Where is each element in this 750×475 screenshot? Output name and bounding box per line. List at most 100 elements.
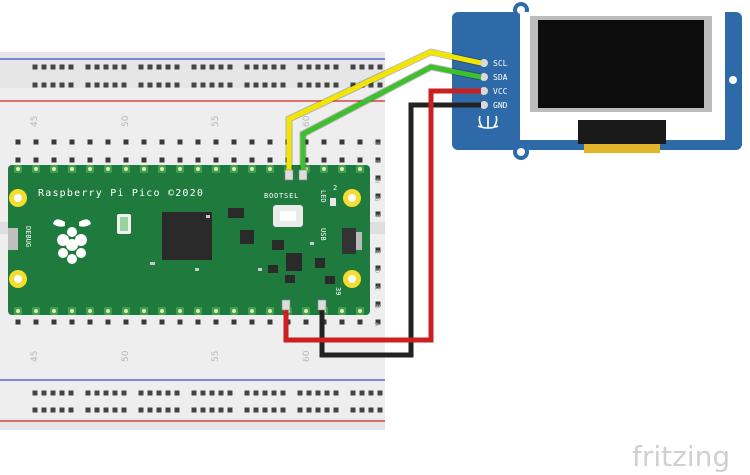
terminal-hole: [69, 319, 75, 325]
rail-hole: [94, 64, 100, 70]
terminal-hole: [195, 139, 201, 145]
row-label: F: [373, 214, 381, 218]
rail-hole: [315, 64, 321, 70]
terminal-hole: [15, 157, 21, 163]
col-label-45-bottom: 45: [30, 351, 40, 362]
terminal-hole: [213, 157, 219, 163]
debug-label: DEBUG: [24, 226, 32, 247]
pico-pin-hole: [178, 167, 182, 171]
rail-hole: [306, 407, 312, 413]
pico-pin-hole: [160, 167, 164, 171]
rail-hole: [315, 390, 321, 396]
rail-hole: [191, 64, 197, 70]
pico-pin-hole: [88, 167, 92, 171]
rail-hole: [138, 390, 144, 396]
pico-pin-hole: [70, 309, 74, 313]
pico-pin-hole: [268, 309, 272, 313]
rail-hole: [218, 407, 224, 413]
rail-hole: [165, 407, 171, 413]
pico-pin-hole: [304, 309, 308, 313]
rail-hole: [333, 407, 339, 413]
terminal-hole: [213, 319, 219, 325]
rail-hole: [262, 390, 268, 396]
rail-hole: [165, 390, 171, 396]
pico-pin-hole: [34, 167, 38, 171]
wires: [281, 48, 482, 358]
rail-hole: [112, 82, 118, 88]
pico-pin-hole: [106, 167, 110, 171]
rp2040-chip: [162, 212, 212, 260]
rail-hole: [333, 82, 339, 88]
terminal-hole: [177, 157, 183, 163]
oled-label-vcc: VCC: [493, 87, 508, 96]
terminal-hole: [303, 319, 309, 325]
rail-hole: [306, 390, 312, 396]
terminal-hole: [375, 157, 381, 163]
rail-hole: [156, 390, 162, 396]
oled-label-gnd: GND: [493, 101, 508, 110]
rail-hole: [50, 82, 56, 88]
rail-hole: [32, 407, 38, 413]
rail-hole: [200, 82, 206, 88]
rail-hole: [306, 64, 312, 70]
rail-hole: [121, 64, 127, 70]
terminal-hole: [303, 139, 309, 145]
rail-hole: [271, 82, 277, 88]
terminal-hole: [375, 301, 381, 307]
rail-hole: [147, 64, 153, 70]
rail-hole: [324, 82, 330, 88]
terminal-hole: [375, 319, 381, 325]
terminal-hole: [375, 139, 381, 145]
terminal-hole: [87, 139, 93, 145]
regulator: [286, 253, 302, 271]
pico-pin-hole: [88, 309, 92, 313]
rail-hole: [253, 390, 259, 396]
rail-hole: [227, 407, 233, 413]
terminal-hole: [141, 319, 147, 325]
rail-hole: [350, 64, 356, 70]
pico-pin-hole: [142, 309, 146, 313]
rail-hole: [41, 82, 47, 88]
rail-hole: [191, 390, 197, 396]
rail-holes: [32, 64, 383, 413]
rail-hole: [121, 82, 127, 88]
rail-hole: [218, 390, 224, 396]
rail-hole: [227, 82, 233, 88]
rail-hole: [209, 407, 215, 413]
rail-hole: [297, 390, 303, 396]
rail-hole: [244, 82, 250, 88]
rail-hole: [174, 407, 180, 413]
terminal-hole: [357, 139, 363, 145]
rail-hole: [253, 407, 259, 413]
rail-hole: [41, 64, 47, 70]
rail-hole: [174, 390, 180, 396]
rail-hole: [262, 64, 268, 70]
crystal: [228, 208, 244, 218]
rail-hole: [377, 407, 383, 413]
oled-header-pins: [480, 59, 488, 109]
row-label: J: [373, 141, 381, 144]
rail-hole: [59, 82, 65, 88]
wire-sda-green: [300, 64, 482, 175]
terminal-hole: [33, 157, 39, 163]
rail-hole: [147, 82, 153, 88]
rail-hole: [368, 407, 374, 413]
pico-pin-hole: [232, 167, 236, 171]
rail-hole: [280, 390, 286, 396]
oled-flex-cable: [584, 144, 660, 153]
terminal-hole: [321, 139, 327, 145]
pico-pin-hole: [196, 167, 200, 171]
rail-hole: [94, 82, 100, 88]
terminal-hole: [339, 139, 345, 145]
rail-hole: [297, 64, 303, 70]
rail-hole: [138, 407, 144, 413]
col-label-60-top: 60: [302, 115, 312, 127]
col-label-50-top: 50: [121, 115, 131, 127]
rail-hole: [41, 407, 47, 413]
rail-hole: [359, 64, 365, 70]
terminal-hole: [51, 319, 57, 325]
col-label-50-bottom: 50: [121, 350, 131, 362]
pico-pin-hole: [250, 167, 254, 171]
rail-hole: [121, 407, 127, 413]
